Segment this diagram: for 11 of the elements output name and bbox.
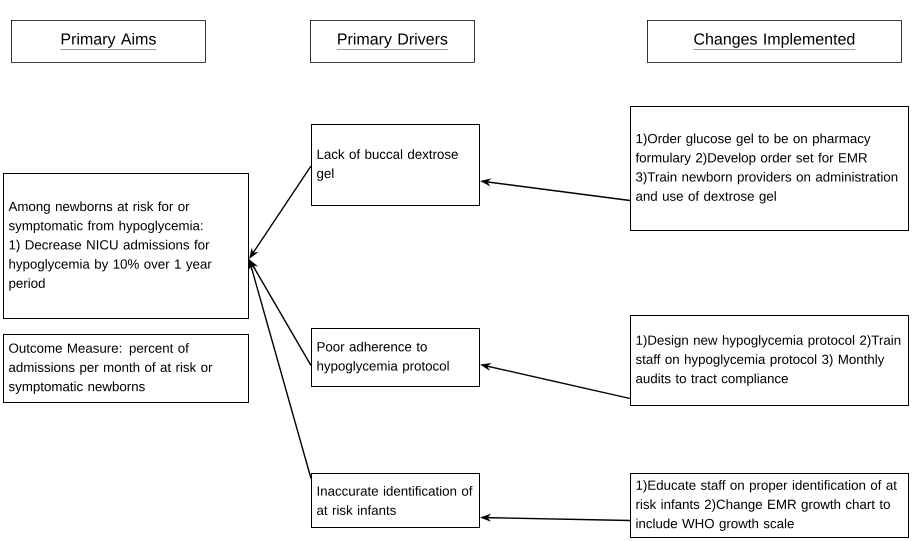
column-heading: Changes Implemented — [647, 20, 902, 63]
text-box: Lack of buccal dextrose gel — [311, 124, 480, 206]
text-box: Poor adherence to hypoglycemia protocol — [311, 328, 480, 387]
text-box: Among newborns at risk for or symptomatic from hypoglycemia: 1) Decrease NICU admissions for hypoglycemia by 10% over 1 year period — [3, 173, 249, 319]
text-box: Inaccurate identification of at risk infants — [311, 473, 480, 528]
text-box: 1)Order glucose gel to be on pharmacy formulary 2)Develop order set for EMR 3)Train newborn providers on administration and use of dextrose gel — [630, 106, 909, 231]
column-heading: Primary Drivers — [310, 20, 475, 63]
column-heading: Primary Aims — [11, 20, 206, 63]
text-box: 1)Design new hypoglycemia protocol 2)Train staff on hypoglycemia protocol 3) Monthly audits to tract compliance — [630, 315, 909, 406]
text-box: 1)Educate staff on proper identification of at risk infants 2)Change EMR growth chart to include WHO growth scale — [630, 473, 909, 538]
text-box: Outcome Measure: percent of admissions per month of at risk or symptomatic newborns — [3, 334, 249, 403]
